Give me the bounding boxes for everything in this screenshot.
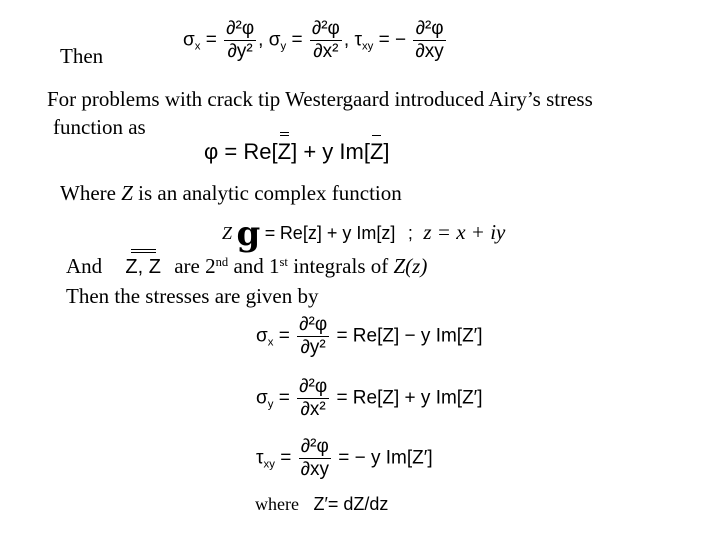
fraction-denominator: ∂y² xyxy=(227,40,253,62)
d2phi-dy2-fraction: ∂²φ∂y² xyxy=(224,18,257,63)
westergaard-paragraph-line1: For problems with crack tip Westergaard … xyxy=(47,87,593,111)
tau-xy-symbol: τ xyxy=(354,29,362,51)
re-im-expression: Re[z] + y Im[z] xyxy=(279,223,396,243)
re-close: ] xyxy=(291,139,298,164)
sigma-x-equation: σx = ∂²φ∂y² = Re[Z] − y Im[Z′] xyxy=(256,314,483,359)
equals-sign: = xyxy=(291,29,303,51)
fraction: ∂²φ∂xy xyxy=(298,436,331,481)
st-superscript: st xyxy=(279,255,288,270)
subscript: xy xyxy=(263,458,275,471)
derivative-definition: where Z′= dZ/dz xyxy=(255,494,388,515)
subscript: y xyxy=(267,398,274,411)
phi-symbol: φ xyxy=(204,139,219,164)
integrals-of: integrals of xyxy=(287,254,394,278)
right-hand-side: = Re[Z] − y Im[Z′] xyxy=(336,325,483,347)
stresses-intro-line: Then the stresses are given by xyxy=(66,284,319,308)
fraction-denominator: ∂xy xyxy=(415,40,444,62)
airy-stress-function-equation: φ = Re[Z] + y Im[Z] xyxy=(204,132,390,165)
fraction-numerator: ∂²φ xyxy=(297,376,330,399)
tau-xy-subscript: xy xyxy=(361,40,374,53)
where-word: where xyxy=(255,494,299,514)
negative-equals-sign: = − xyxy=(378,29,407,51)
comma: , xyxy=(258,29,264,51)
are-second: are 2 xyxy=(174,254,216,278)
and-word: And xyxy=(66,254,103,278)
stress-function-definition-equation: σx = ∂²φ∂y², σy = ∂²φ∂x², τxy = − ∂²φ∂xy xyxy=(183,18,448,63)
sigma-y-subscript: y xyxy=(280,40,287,53)
sigma-symbol: σ xyxy=(256,325,268,347)
fraction-numerator: ∂²φ xyxy=(224,18,257,41)
fraction-denominator: ∂xy xyxy=(300,458,329,480)
equals-sign: = xyxy=(224,139,238,164)
sigma-symbol: σ xyxy=(256,387,268,409)
z-of-z: Z(z) xyxy=(393,254,428,278)
z-double-bar: Z xyxy=(277,132,292,164)
re-open: Re[ xyxy=(243,139,278,164)
fraction-denominator: ∂x² xyxy=(313,40,339,62)
fraction-numerator: ∂²φ xyxy=(298,436,331,459)
sigma-y-equation: σy = ∂²φ∂x² = Re[Z] + y Im[Z′] xyxy=(256,376,483,421)
g-glyph-icon: g xyxy=(236,214,261,254)
z-single-bar: Z xyxy=(369,135,384,164)
fraction-numerator: ∂²φ xyxy=(297,314,330,337)
subscript: x xyxy=(267,336,274,349)
sigma-x-symbol: σ xyxy=(183,29,195,51)
z-complex-definition: z = x + iy xyxy=(423,220,506,244)
and-first: and 1 xyxy=(228,254,280,278)
z-italic: Z xyxy=(121,181,133,205)
im-close: ] xyxy=(383,139,390,164)
tau-xy-equation: τxy = ∂²φ∂xy = − y Im[Z′] xyxy=(256,436,433,481)
sigma-y-symbol: σ xyxy=(268,29,281,51)
fraction-numerator: ∂²φ xyxy=(309,18,342,41)
integrals-sentence: And Z, Z are 2nd and 1st integrals of Z(… xyxy=(66,249,428,279)
fraction-numerator: ∂²φ xyxy=(413,18,446,41)
where-prefix: Where xyxy=(60,181,122,205)
d2phi-dxy-fraction: ∂²φ∂xy xyxy=(413,18,446,63)
where-suffix: is an analytic complex function xyxy=(132,181,402,205)
right-hand-side: = Re[Z] + y Im[Z′] xyxy=(336,387,483,409)
fraction-denominator: ∂x² xyxy=(300,398,326,420)
fraction: ∂²φ∂x² xyxy=(297,376,330,421)
right-hand-side: = − y Im[Z′] xyxy=(338,447,433,469)
equals-sign: = xyxy=(205,29,217,51)
comma: , xyxy=(343,29,350,51)
plus-y-im: + y Im[ xyxy=(303,139,370,164)
dz-definition: = dZ/dz xyxy=(327,494,389,514)
analytic-function-sentence: Where Z is an analytic complex function xyxy=(60,181,402,206)
equals-sign: = xyxy=(280,447,292,469)
z-definition-equation: Z g = Re[z] + y Im[z] ; z = x + iy xyxy=(222,214,505,254)
equals-sign: = xyxy=(264,223,276,243)
equals-sign: = xyxy=(278,387,290,409)
semicolon: ; xyxy=(407,223,413,243)
fraction-denominator: ∂y² xyxy=(300,336,326,358)
z-prime: Z′ xyxy=(313,494,328,514)
z-label: Z xyxy=(222,223,233,243)
westergaard-paragraph-line2: function as xyxy=(53,115,146,139)
nd-superscript: nd xyxy=(215,255,229,270)
fraction: ∂²φ∂y² xyxy=(297,314,330,359)
d2phi-dx2-fraction: ∂²φ∂x² xyxy=(309,18,342,63)
z-bars-pair: Z, Z xyxy=(125,249,161,278)
then-label: Then xyxy=(60,44,104,68)
tau-symbol: τ xyxy=(256,447,264,469)
sigma-x-subscript: x xyxy=(194,40,201,53)
equals-sign: = xyxy=(278,325,290,347)
